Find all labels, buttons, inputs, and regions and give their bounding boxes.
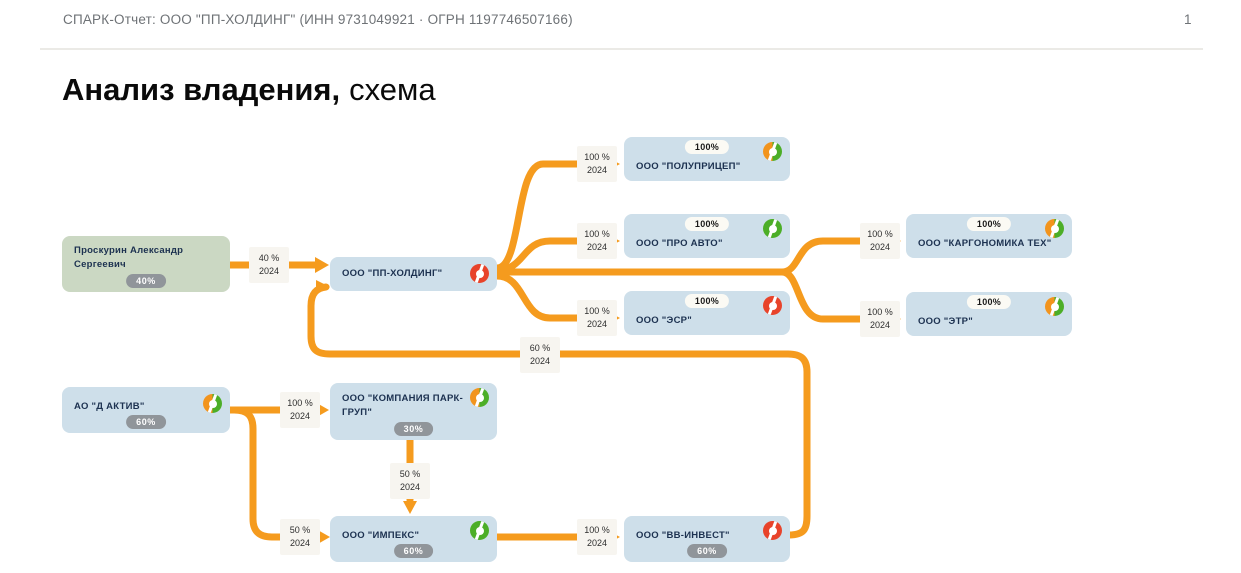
risk-indicator-icon (763, 142, 782, 161)
node-label: ООО "ЭСР" (636, 315, 693, 326)
ownership-badge: 100% (684, 294, 730, 308)
header-divider (40, 48, 1203, 50)
edge-year: 2024 (289, 411, 311, 421)
company-node-kargonomika-teh: 100% ООО "КАРГОНОМИКА ТЕХ" (906, 214, 1072, 258)
risk-indicator-icon (470, 264, 489, 283)
edge-label: 100 % 2024 (860, 223, 900, 259)
edge-year: 2024 (586, 242, 608, 252)
edge-share: 100 % (867, 229, 893, 239)
edge-label: 100 % 2024 (577, 223, 617, 259)
node-label: ООО "ПП-ХОЛДИНГ" (342, 268, 443, 279)
node-label: ООО "ЭТР" (918, 316, 973, 327)
edge-year: 2024 (529, 356, 551, 366)
node-label: АО "Д АКТИВ" (74, 401, 145, 412)
edge-label: 50 % 2024 (390, 463, 430, 499)
ownership-badge: 100% (966, 217, 1012, 231)
edge-daktiv-impeks (230, 406, 320, 541)
edge-year: 2024 (586, 165, 608, 175)
node-label: ООО "ВВ-ИНВЕСТ" (636, 530, 730, 541)
person-node-proskurin: Проскурин Александр Сергеевич 40% (62, 236, 230, 292)
risk-indicator-icon (763, 219, 782, 238)
edge-pp-etr (493, 268, 890, 323)
page-title: Анализ владения,схема (62, 72, 436, 108)
edge-pp-esr (493, 272, 609, 322)
page-title-secondary: схема (349, 72, 436, 107)
edge-label: 60 % 2024 (520, 337, 560, 373)
edge-share: 100 % (584, 525, 610, 535)
risk-indicator-icon (1045, 219, 1064, 238)
company-node-polupricep: 100% ООО "ПОЛУПРИЦЕП" (624, 137, 790, 181)
edge-share: 100 % (867, 307, 893, 317)
node-label: ООО "ПРО АВТО" (636, 238, 723, 249)
ownership-badge: 30% (393, 422, 434, 436)
ownership-badge: 60% (687, 544, 727, 558)
edge-year: 2024 (869, 242, 891, 252)
edge-year: 2024 (586, 319, 608, 329)
arrowhead-icon (315, 257, 329, 273)
risk-indicator-icon (763, 521, 782, 540)
edge-share: 100 % (287, 398, 313, 408)
company-node-impeks: ООО "ИМПЕКС" 60% (330, 516, 497, 562)
edge-label: 100 % 2024 (577, 300, 617, 336)
page-title-primary: Анализ владения, (62, 72, 341, 107)
node-label: ООО "КОМПАНИЯ ПАРК-ГРУП" (342, 393, 463, 418)
edge-share: 100 % (584, 306, 610, 316)
edge-pp-polupricep (493, 160, 609, 272)
edge-share: 100 % (584, 152, 610, 162)
company-node-d-aktiv: АО "Д АКТИВ" 60% (62, 387, 230, 433)
company-node-pp-holding: ООО "ПП-ХОЛДИНГ" (330, 257, 497, 291)
edge-label: 100 % 2024 (860, 301, 900, 337)
edge-share: 60 % (529, 343, 551, 353)
edge-year: 2024 (258, 266, 280, 276)
risk-indicator-icon (763, 296, 782, 315)
edge-year: 2024 (289, 538, 311, 548)
ownership-badge: 60% (393, 544, 434, 558)
page-number: 1 (1184, 12, 1192, 27)
company-node-esr: 100% ООО "ЭСР" (624, 291, 790, 335)
edge-share: 50 % (289, 525, 311, 535)
risk-indicator-icon (203, 394, 222, 413)
arrowhead-icon (403, 501, 417, 514)
ownership-badge: 40% (126, 274, 166, 288)
edge-label: 100 % 2024 (577, 146, 617, 182)
ownership-badge: 100% (684, 140, 730, 154)
risk-indicator-icon (470, 521, 489, 540)
arrowhead-icon (316, 280, 330, 294)
company-node-pro-avto: 100% ООО "ПРО АВТО" (624, 214, 790, 258)
node-label: ООО "ИМПЕКС" (342, 530, 420, 541)
node-label: Проскурин Александр Сергеевич (74, 245, 184, 270)
edge-label: 50 % 2024 (280, 519, 320, 555)
edge-share: 100 % (584, 229, 610, 239)
edge-label: 100 % 2024 (577, 519, 617, 555)
company-node-etr: 100% ООО "ЭТР" (906, 292, 1072, 336)
edge-year: 2024 (869, 320, 891, 330)
edge-label: 40 % 2024 (249, 247, 289, 283)
edge-year: 2024 (586, 538, 608, 548)
edge-label: 100 % 2024 (280, 392, 320, 428)
company-node-vv-invest: ООО "ВВ-ИНВЕСТ" 60% (624, 516, 790, 562)
ownership-badge: 100% (684, 217, 730, 231)
ownership-badge: 60% (126, 415, 166, 429)
edge-year: 2024 (399, 482, 421, 492)
company-node-kompaniya-park-grup: ООО "КОМПАНИЯ ПАРК-ГРУП" 30% (330, 383, 497, 440)
edge-share: 50 % (399, 469, 421, 479)
node-label: ООО "ПОЛУПРИЦЕП" (636, 161, 741, 172)
risk-indicator-icon (1045, 297, 1064, 316)
ownership-badge: 100% (966, 295, 1012, 309)
report-header-title: СПАРК-Отчет: ООО "ПП-ХОЛДИНГ" (ИНН 97310… (63, 12, 573, 27)
node-label: ООО "КАРГОНОМИКА ТЕХ" (918, 238, 1052, 249)
risk-indicator-icon (470, 388, 489, 407)
edge-share: 40 % (258, 253, 280, 263)
